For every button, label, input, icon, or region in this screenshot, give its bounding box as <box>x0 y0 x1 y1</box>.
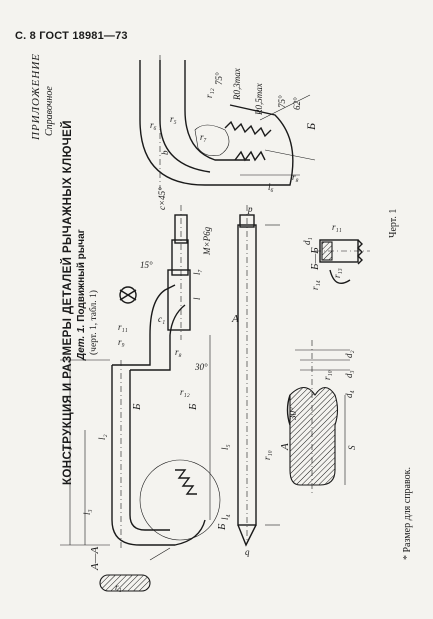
dim-l7: l₇ <box>192 269 202 275</box>
dim-d2: d₂ <box>344 350 354 358</box>
lever-side-view <box>237 205 280 547</box>
dim-angle30-teeth: 30° <box>288 407 298 421</box>
appendix-reference: Справочное <box>44 86 55 136</box>
section-aa <box>99 547 171 592</box>
dim-r14: r₁₄ <box>310 280 320 290</box>
dim-r8-top: r₈ <box>292 172 299 182</box>
dim-q: q <box>245 547 250 557</box>
dim-r5: r₅ <box>170 114 177 124</box>
dim-d3: d₃ <box>344 370 354 378</box>
section-letter-a-teeth: A <box>279 443 291 451</box>
dim-r1: r₁ <box>115 582 122 592</box>
dim-d1: d₁ <box>302 237 312 245</box>
dim-l5: l₅ <box>220 444 230 450</box>
section-letter-b-right: Б <box>187 403 199 411</box>
dim-angle15: 15° <box>140 260 153 270</box>
part-number: Дет. 1. <box>76 324 87 360</box>
dim-angle30: 30° <box>194 362 208 372</box>
dim-s: S <box>347 445 357 450</box>
dim-c1: c₁ <box>158 314 165 324</box>
dim-chamfer: c×45° <box>157 187 167 210</box>
dimension-annotations: c×45° l₇ l M×P6g 15° r₁₁ c₁ r₉ r₈ 30° r₁… <box>64 68 357 592</box>
dim-angle62: 62° <box>292 97 302 110</box>
dim-d4: d₄ <box>344 390 354 398</box>
dim-l-total: l <box>64 447 74 450</box>
section-letter-a-side: A <box>231 313 239 325</box>
lever-body <box>60 205 221 550</box>
dim-angle75b: 75° <box>277 95 287 108</box>
part-name: Подвижный рычаг <box>76 229 87 325</box>
part-reference-note: (черт. 1, табл. 1) <box>89 290 99 355</box>
appendix-label: ПРИЛОЖЕНИЕ <box>30 53 42 140</box>
dim-r9: r₉ <box>118 337 125 347</box>
dim-r05max: R0,5max <box>254 83 264 116</box>
dim-p: p <box>247 204 253 214</box>
dim-l6: l₆ <box>268 182 274 192</box>
dim-r13: r₁₃ <box>332 268 342 278</box>
dim-l2: l₂ <box>97 434 107 440</box>
dim-b: b <box>160 150 170 155</box>
dim-l: l <box>192 297 202 300</box>
figure-caption: Черт. 1 <box>388 208 399 238</box>
dim-r7: r₇ <box>200 132 207 142</box>
section-a-teeth <box>286 340 350 495</box>
dim-r03max: R0,3max <box>232 68 242 101</box>
dim-l4: l₄ <box>220 514 230 520</box>
section-letter-bb: Б—Б <box>309 247 321 271</box>
dim-r10: r₁₀ <box>322 370 332 380</box>
main-title: КОНСТРУКЦИЯ И РАЗМЕРЫ ДЕТАЛЕЙ РЫЧАЖНЫХ К… <box>62 120 74 485</box>
section-letter-b-detail: Б <box>304 123 318 131</box>
dim-thread: M×P6g <box>202 226 212 256</box>
dim-r11-bb: r₁₁ <box>332 222 342 232</box>
page-header: С. 8 ГОСТ 18981—73 <box>15 30 128 42</box>
dim-r12-top: r₁₂ <box>204 88 214 98</box>
dim-r12: r₁₂ <box>180 387 190 397</box>
section-bb <box>315 239 370 284</box>
dim-r6: r₆ <box>150 120 157 130</box>
detail-view-b <box>139 55 316 190</box>
dim-r8: r₈ <box>175 347 182 357</box>
section-letter-b-lower: Б <box>216 523 228 531</box>
section-letter-aa: A—A <box>89 547 101 572</box>
section-letter-b-left: Б <box>131 403 143 411</box>
part-subtitle: Дет. 1. Подвижный рычаг <box>76 229 87 360</box>
dim-l3: l₃ <box>82 509 92 515</box>
dim-r11: r₁₁ <box>118 322 128 332</box>
footnote: * Размер для справок. <box>402 467 413 560</box>
dim-angle75a: 75° <box>214 72 224 85</box>
dim-r10-side: r₁₀ <box>262 450 272 460</box>
